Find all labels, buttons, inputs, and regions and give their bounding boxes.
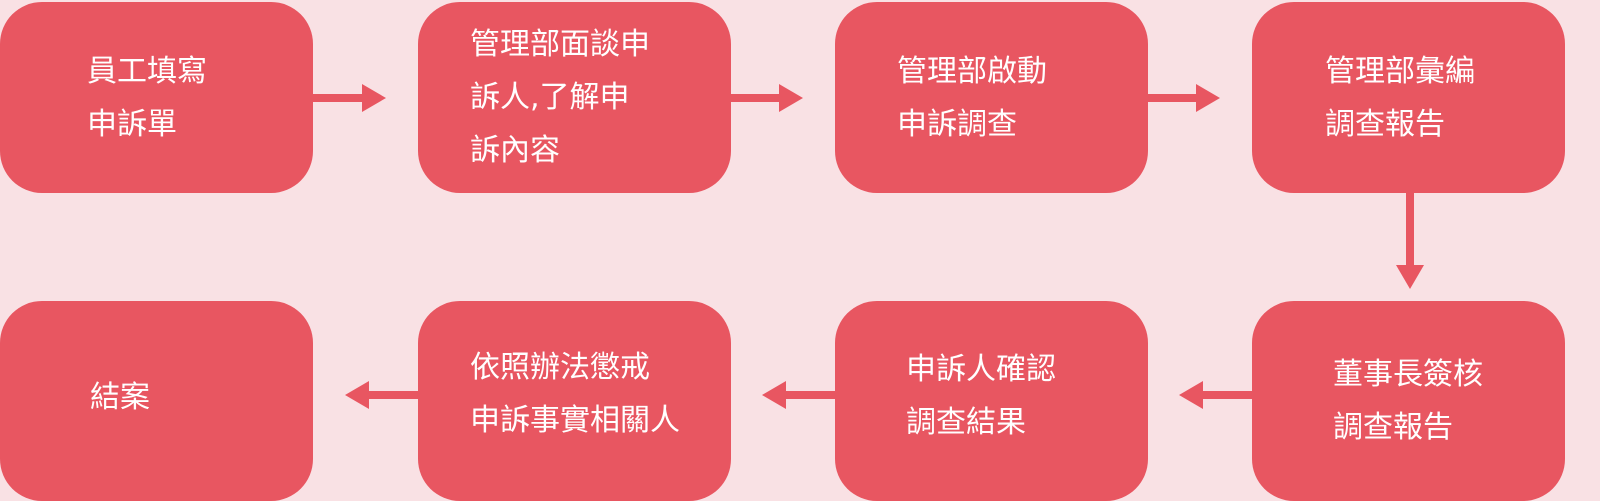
step-text: 員工填寫 [87,53,207,89]
step-text: 調查報告 [1325,106,1445,142]
step-text: 訴人,了解申 [470,80,630,115]
step-text: 董事長簽核 [1333,357,1483,392]
arrow-right-icon [1147,84,1220,112]
step-text: 依照辦法懲戒 [470,350,650,385]
step-text: 申訴人確認 [906,352,1056,387]
arrow-left-icon [762,381,835,409]
step-8-box: 結案 [0,301,313,501]
arrow-left-icon [345,381,418,409]
arrow-right-icon [730,84,803,112]
step-text: 訴內容 [470,133,560,168]
step-text: 管理部啟動 [897,53,1047,89]
step-text: 調查報告 [1333,410,1453,445]
arrow-right-icon [313,84,386,112]
step-3-box: 管理部啟動 申訴調查 [835,2,1148,193]
step-text: 申訴事實相關人 [470,403,680,438]
step-4-box: 管理部彙編 調查報告 [1252,2,1565,193]
step-text: 調查結果 [906,405,1026,440]
step-2-box: 管理部面談申 訴人,了解申 訴內容 [418,2,731,193]
step-5-box: 董事長簽核 調查報告 [1252,301,1565,501]
step-7-box: 依照辦法懲戒 申訴事實相關人 [418,301,731,501]
step-text: 申訴單 [87,106,177,142]
step-1-box: 員工填寫 申訴單 [0,2,313,193]
step-text: 管理部彙編 [1325,53,1475,89]
step-text: 申訴調查 [897,106,1017,142]
step-text: 結案 [90,379,150,415]
arrow-down-icon [1396,193,1424,289]
step-text: 管理部面談申 [470,27,650,62]
arrow-left-icon [1179,381,1252,409]
step-6-box: 申訴人確認 調查結果 [835,301,1148,501]
